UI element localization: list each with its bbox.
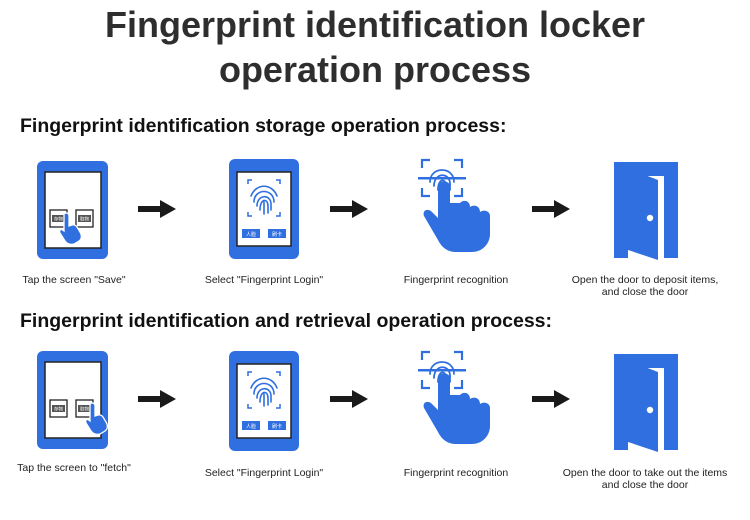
open-door-icon — [614, 354, 678, 452]
screen-tap-icon: 存物 取物 — [37, 351, 109, 449]
step-caption: Fingerprint recognition — [356, 467, 556, 479]
title-line-1: Fingerprint identification locker — [104, 4, 646, 45]
open-door-icon — [614, 162, 678, 260]
retrieval-section-heading: Fingerprint identification and retrieval… — [20, 310, 553, 332]
caption-line: Fingerprint recognition — [403, 467, 509, 479]
caption-line: Select "Fingerprint Login" — [204, 274, 324, 286]
card-login-label: 刷卡 — [272, 231, 282, 238]
caption-line: and close the door — [601, 286, 689, 298]
face-login-label: 人脸 — [246, 231, 256, 238]
caption-line: Tap the screen "Save" — [22, 274, 126, 286]
flow-arrow-icon — [138, 200, 176, 218]
scan-frame-icon — [247, 179, 281, 217]
caption-line: Fingerprint recognition — [403, 274, 509, 286]
hand-pointer-icon — [84, 402, 109, 436]
step-caption: Fingerprint recognition — [356, 274, 556, 286]
caption-line: Open the door to deposit items, — [571, 274, 719, 286]
screen-button-right-label: 取物 — [80, 406, 89, 413]
face-login-label: 人脸 — [246, 423, 256, 430]
step-caption: Select "Fingerprint Login" — [164, 467, 364, 479]
flow-arrow-icon — [330, 390, 368, 408]
screen-tap-icon: 存物 取物 — [37, 161, 108, 259]
step-caption: Open the door to take out the items and … — [545, 467, 745, 491]
hand-icon — [423, 181, 490, 252]
screen-button-right-label: 取物 — [80, 216, 89, 223]
door-knob-icon — [646, 406, 654, 414]
storage-section-heading: Fingerprint identification storage opera… — [20, 115, 507, 137]
card-login-button — [268, 229, 286, 238]
fingerprint-scan-icon — [418, 350, 490, 444]
title-line-2: operation process — [218, 49, 532, 90]
flow-arrow-icon — [532, 200, 570, 218]
caption-line: Select "Fingerprint Login" — [204, 467, 324, 479]
screen-button-left-label: 存物 — [54, 406, 63, 413]
face-login-button — [242, 229, 260, 238]
fingerprint-login-screen-icon: 人脸 刷卡 — [229, 159, 299, 259]
diagram-title: Fingerprint identification locker operat… — [0, 2, 750, 92]
hand-pointer-icon — [58, 212, 83, 246]
door-knob-icon — [646, 214, 654, 222]
fingerprint-icon — [250, 377, 278, 407]
caption-line: Open the door to take out the items — [562, 467, 728, 479]
step-caption: Open the door to deposit items, and clos… — [545, 274, 745, 298]
fingerprint-scan-icon — [418, 158, 490, 252]
card-login-label: 刷卡 — [272, 423, 282, 430]
scan-frame-icon — [247, 371, 281, 409]
card-login-button — [268, 421, 286, 430]
step-caption: Select "Fingerprint Login" — [164, 274, 364, 286]
flow-arrow-icon — [532, 390, 570, 408]
caption-line: and close the door — [601, 479, 689, 491]
flow-arrow-icon — [330, 200, 368, 218]
face-login-button — [242, 421, 260, 430]
step-caption: Tap the screen "Save" — [0, 274, 174, 286]
step-caption: Tap the screen to "fetch" — [0, 462, 174, 474]
flow-arrow-icon — [138, 390, 176, 408]
hand-icon — [423, 373, 490, 444]
fingerprint-icon — [250, 185, 278, 215]
fingerprint-login-screen-icon: 人脸 刷卡 — [229, 351, 299, 451]
screen-button-left-label: 存物 — [54, 216, 63, 223]
caption-line: Tap the screen to "fetch" — [17, 462, 131, 474]
